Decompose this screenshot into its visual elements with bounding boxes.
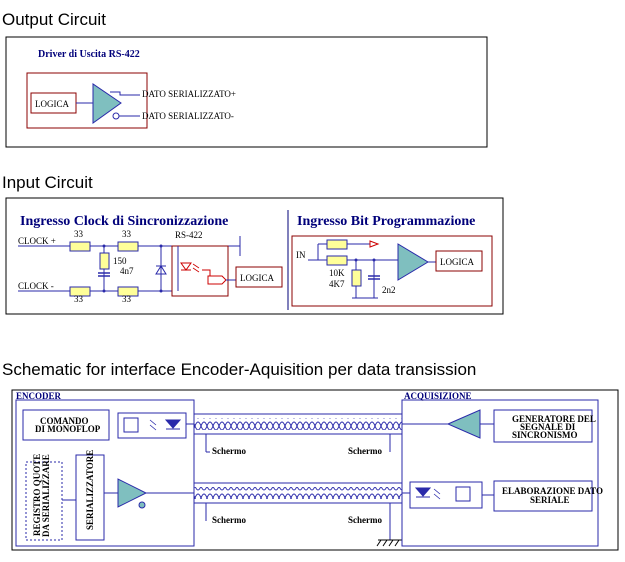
resistor-shunt <box>99 252 110 270</box>
acquisition-opto-rx <box>409 481 483 509</box>
clock-plus-label: CLOCK + <box>18 236 56 246</box>
resistor-top-1 <box>69 241 91 252</box>
encoder-box <box>15 399 195 547</box>
out-minus-label: DATO SERIALIZZATO- <box>142 111 234 121</box>
r-bot-1-label: 33 <box>74 294 84 304</box>
schermo-label-4: Schermo <box>348 515 382 525</box>
resistor-bot-1 <box>69 286 91 297</box>
sync-line-driver <box>446 409 481 439</box>
r-10k-label: 10K <box>329 268 345 278</box>
logic-box-clock <box>235 266 283 288</box>
output-circuit: Driver di Uscita RS-422 LOGICA DATO SERI… <box>5 36 488 148</box>
r-top-1-label: 33 <box>74 229 84 239</box>
r-top-2-label: 33 <box>122 229 132 239</box>
opto-gate <box>207 275 227 285</box>
driver-heading: Driver di Uscita RS-422 <box>38 49 140 60</box>
optocoupler-block <box>171 245 229 297</box>
encoder-line-driver <box>117 478 148 508</box>
resistor-pullup <box>326 239 348 250</box>
resistor-top-2 <box>117 241 139 252</box>
bit-buffer <box>397 243 429 281</box>
elaborazione-label-2: SERIALE <box>530 495 570 505</box>
clock-minus-label: CLOCK - <box>18 281 54 291</box>
r-4k7-label: 4K7 <box>329 279 345 289</box>
output-circuit-frame <box>5 36 488 148</box>
comando-label-1: COMANDO <box>40 416 89 426</box>
comando-label-2: DI MONOFLOP <box>35 424 101 434</box>
protection-diode <box>155 265 167 275</box>
schematic-frame <box>11 389 619 551</box>
r-shunt-label: 150 <box>113 256 127 266</box>
schermo-label-1: Schermo <box>212 446 246 456</box>
bit-input-block <box>291 235 493 307</box>
logic-label-2: LOGICA <box>440 257 474 267</box>
c-shunt-label: 4n7 <box>120 266 134 276</box>
r-bot-2-label: 33 <box>122 294 132 304</box>
bit-heading: Ingresso Bit Programmazione <box>297 214 475 229</box>
output-circuit-title: Output Circuit <box>2 10 106 29</box>
acquisizione-label: ACQUISIZIONE <box>404 391 472 401</box>
input-circuit: Ingresso Clock di Sincronizzazione Ingre… <box>5 197 504 315</box>
elaborazione-label-1: ELABORAZIONE DATO <box>502 486 603 496</box>
serializzatore-label: SERIALIZZATORE <box>85 450 95 530</box>
encoder-acquisition-schematic: ENCODER COMANDO DI MONOFLOP REGISTRO QUO… <box>11 389 619 551</box>
c-2n2-label: 2n2 <box>382 285 396 295</box>
registro-label-1: REGISTRO QUOTE <box>32 454 42 536</box>
registro-label-2: DA SERIALIZZARE <box>41 454 51 537</box>
elaborazione-box <box>493 480 593 512</box>
monoflop-box <box>22 409 110 441</box>
acquisizione-box <box>401 399 599 547</box>
generatore-label-1: GENERATORE DEL <box>512 414 596 424</box>
twisted-pair-data <box>194 487 402 499</box>
opto-led <box>180 262 192 271</box>
encoder-opto-rx <box>117 412 187 439</box>
logic-label-1: LOGICA <box>240 273 274 283</box>
generatore-box <box>493 409 593 443</box>
generatore-label-3: SINCRONISMO <box>512 430 578 440</box>
input-circuit-frame <box>5 197 504 315</box>
generatore-label-2: SEGNALE DI <box>520 422 576 432</box>
schematic-title: Schematic for interface Encoder-Aquisiti… <box>2 360 477 379</box>
resistor-4k7 <box>351 269 362 287</box>
logic-label: LOGICA <box>35 99 69 109</box>
resistor-bot-2 <box>117 286 139 297</box>
driver-amplifier <box>92 83 122 124</box>
clock-heading: Ingresso Clock di Sincronizzazione <box>20 214 228 229</box>
out-plus-label: DATO SERIALIZZATO+ <box>142 89 236 99</box>
schermo-label-3: Schermo <box>212 515 246 525</box>
input-circuit-title: Input Circuit <box>2 173 93 192</box>
serializzatore-box <box>75 454 105 541</box>
in-label: IN <box>296 250 306 260</box>
logic-box-bit <box>435 250 483 272</box>
encoder-label: ENCODER <box>16 391 62 401</box>
schermo-label-2: Schermo <box>348 446 382 456</box>
twisted-pair-sync <box>194 418 402 430</box>
registro-box <box>25 461 63 541</box>
rs422-label: RS-422 <box>175 230 203 240</box>
resistor-10k <box>326 255 348 266</box>
driver-block <box>26 72 148 129</box>
